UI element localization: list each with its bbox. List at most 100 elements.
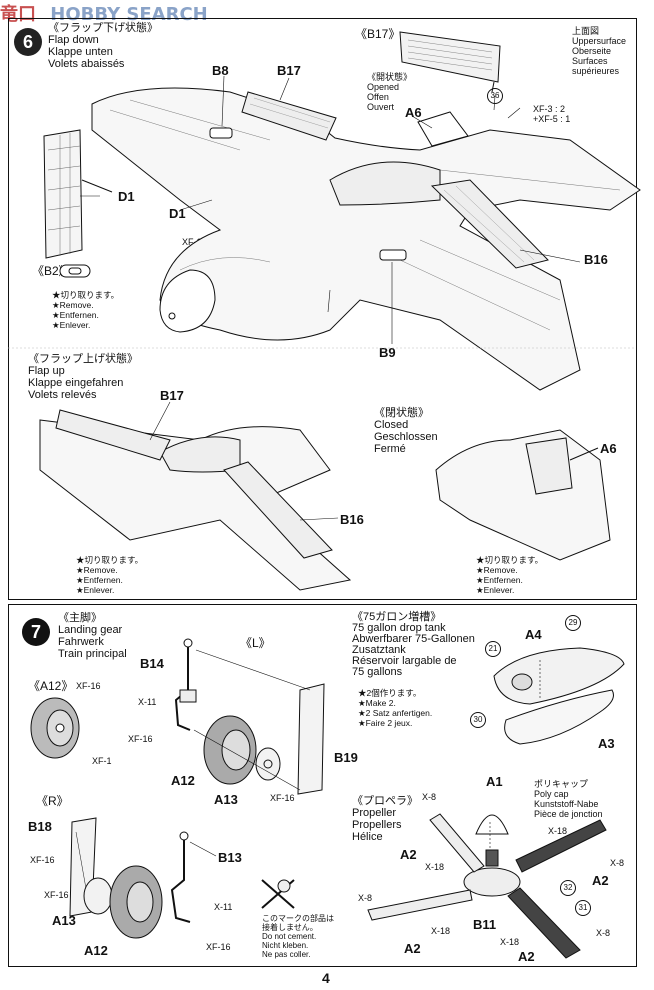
remove-note-a: ★切り取ります。 ★Remove. ★Entfernen. ★Enlever. — [52, 290, 119, 330]
callout-29: 29 — [565, 615, 581, 631]
x18-a: X-18 — [425, 862, 445, 872]
remove-de-b: ★Entfernen. — [76, 575, 123, 585]
part-up-b16: B16 — [340, 512, 364, 527]
x11-b: X-11 — [214, 902, 233, 912]
landing-gear-title: 《主脚》 Landing gear Fahrwerk Train princip… — [58, 612, 127, 660]
part-d1-a: D1 — [118, 189, 135, 204]
x8-d: X-8 — [596, 928, 611, 938]
remove-note-b: ★切り取ります。 ★Remove. ★Entfernen. ★Enlever. — [76, 555, 143, 595]
tank-jp: 《75ガロン増槽》 — [352, 611, 442, 623]
prop-jp: 《プロペラ》 — [352, 795, 418, 807]
prop-en: Propeller — [352, 807, 397, 819]
step7-panel — [8, 604, 637, 967]
polycap-fr: Pièce de jonction — [534, 809, 603, 819]
flap-up-de: Klappe eingefahren — [28, 377, 124, 389]
tank-de2: Zusatztank — [352, 644, 406, 656]
xf16-b: XF-16 — [128, 734, 153, 744]
part-a2-d: A2 — [518, 949, 535, 964]
watermark-text: HOBBY SEARCH — [50, 4, 208, 25]
part-a2-b: A2 — [592, 873, 609, 888]
part-b9: B9 — [379, 345, 396, 360]
part-b19: B19 — [334, 750, 358, 765]
xf1: XF-1 — [92, 756, 112, 766]
part-up-b17: B17 — [160, 388, 184, 403]
part-b16: B16 — [584, 252, 608, 267]
upper-jp: 上面図 — [572, 26, 600, 36]
x18-d: X-18 — [500, 937, 520, 947]
closed-de: Geschlossen — [374, 431, 438, 443]
part-b17: B17 — [277, 63, 301, 78]
x8-c: X-8 — [358, 893, 373, 903]
nocement-en: Do not cement. — [262, 932, 317, 941]
nocement-jp: このマークの部品は — [262, 914, 334, 923]
upper-fr2: supérieures — [572, 66, 620, 76]
remove-de-c: ★Entfernen. — [476, 575, 523, 585]
part-a12-b: A12 — [84, 943, 108, 958]
prop-de: Propellers — [352, 819, 402, 831]
xf16-g: XF-16 — [206, 942, 231, 952]
a12-title: 《A12》 — [28, 679, 74, 693]
make2-jp: ★2個作ります。 — [358, 688, 422, 698]
x11-a: X-11 — [138, 697, 157, 707]
remove-en-c: ★Remove. — [476, 565, 518, 575]
watermark-logo: 竜口 HOBBY SEARCH — [0, 0, 208, 26]
nocement-de: Nicht kleben. — [262, 941, 309, 950]
b17-title: 《B17》 — [355, 27, 401, 41]
gear-title-fr: Train principal — [58, 648, 127, 660]
closed-jp: 《閉状態》 — [374, 407, 429, 419]
nocement-jp2: 接着しません。 — [262, 923, 318, 932]
remove-jp-a: ★切り取ります。 — [52, 290, 120, 300]
opened-de: Offen — [367, 92, 389, 102]
watermark-cn: 竜口 — [0, 4, 36, 25]
upper-surface-label: 上面図 Uppersurface Oberseite Surfaces supé… — [572, 26, 626, 76]
gear-title-en: Landing gear — [58, 624, 123, 636]
flap-up-jp: 《フラップ上げ状態》 — [28, 353, 138, 365]
xf16-d: XF-16 — [270, 793, 295, 803]
polycap-label: ポリキャップ Poly cap Kunststoff-Nabe Pièce de… — [534, 779, 603, 819]
opened-label: 《開状態》 Opened Offen Ouvert — [367, 72, 412, 112]
step7-number: 7 — [22, 618, 50, 646]
opened-jp: 《開状態》 — [367, 72, 413, 82]
l-title: 《L》 — [240, 636, 271, 650]
xf16-f: XF-16 — [44, 890, 69, 900]
tank-de: Abwerfbarer 75-Gallonen — [352, 633, 475, 645]
upper-en: Uppersurface — [572, 36, 627, 46]
part-a2-c: A2 — [404, 941, 421, 956]
propeller-title: 《プロペラ》 Propeller Propellers Hélice — [352, 795, 418, 843]
nocement-fr: Ne pas coller. — [262, 950, 311, 959]
make2-fr: ★Faire 2 jeux. — [358, 718, 413, 728]
flap-down-label: 《フラップ下げ状態》 Flap down Klappe unten Volets… — [48, 22, 158, 70]
x8-b: X-8 — [610, 858, 625, 868]
x18-b: X-18 — [548, 826, 568, 836]
part-a13-b: A13 — [52, 913, 76, 928]
callout-30: 30 — [470, 712, 486, 728]
remove-de-a: ★Entfernen. — [52, 310, 99, 320]
step6-drawing — [8, 31, 641, 591]
part-b14: B14 — [140, 656, 164, 671]
remove-jp-b: ★切り取ります。 — [76, 555, 144, 565]
flap-down-de: Klappe unten — [48, 46, 113, 58]
x8-a: X-8 — [422, 792, 437, 802]
tank-fr: Réservoir largable de — [352, 655, 457, 667]
step6-panel — [8, 18, 637, 600]
upper-de: Oberseite — [572, 46, 612, 56]
xf16-a: XF-16 — [76, 681, 101, 691]
xf-mix-label: XF-3 : 2 +XF-5 : 1 — [533, 104, 570, 124]
flap-up-fr: Volets relevés — [28, 389, 97, 401]
xf16-e: XF-16 — [30, 855, 55, 865]
remove-jp-c: ★切り取ります。 — [476, 555, 544, 565]
flap-down-jp: 《フラップ下げ状態》 — [48, 22, 158, 34]
x18-c: X-18 — [431, 926, 451, 936]
opened-en: Opened — [367, 82, 400, 92]
make2-note: ★2個作ります。 ★Make 2. ★2 Satz anfertigen. ★F… — [358, 688, 432, 728]
upper-fr: Surfaces — [572, 56, 608, 66]
flap-down-en: Flap down — [48, 34, 99, 46]
part-a1: A1 — [486, 774, 503, 789]
remove-fr-a: ★Enlever. — [52, 320, 91, 330]
make2-en: ★Make 2. — [358, 698, 396, 708]
page-number: 4 — [322, 970, 330, 986]
part-d1-b: D1 — [169, 206, 186, 221]
closed-en: Closed — [374, 419, 409, 431]
make2-de: ★2 Satz anfertigen. — [358, 708, 433, 718]
tank-en: 75 gallon drop tank — [352, 622, 446, 634]
